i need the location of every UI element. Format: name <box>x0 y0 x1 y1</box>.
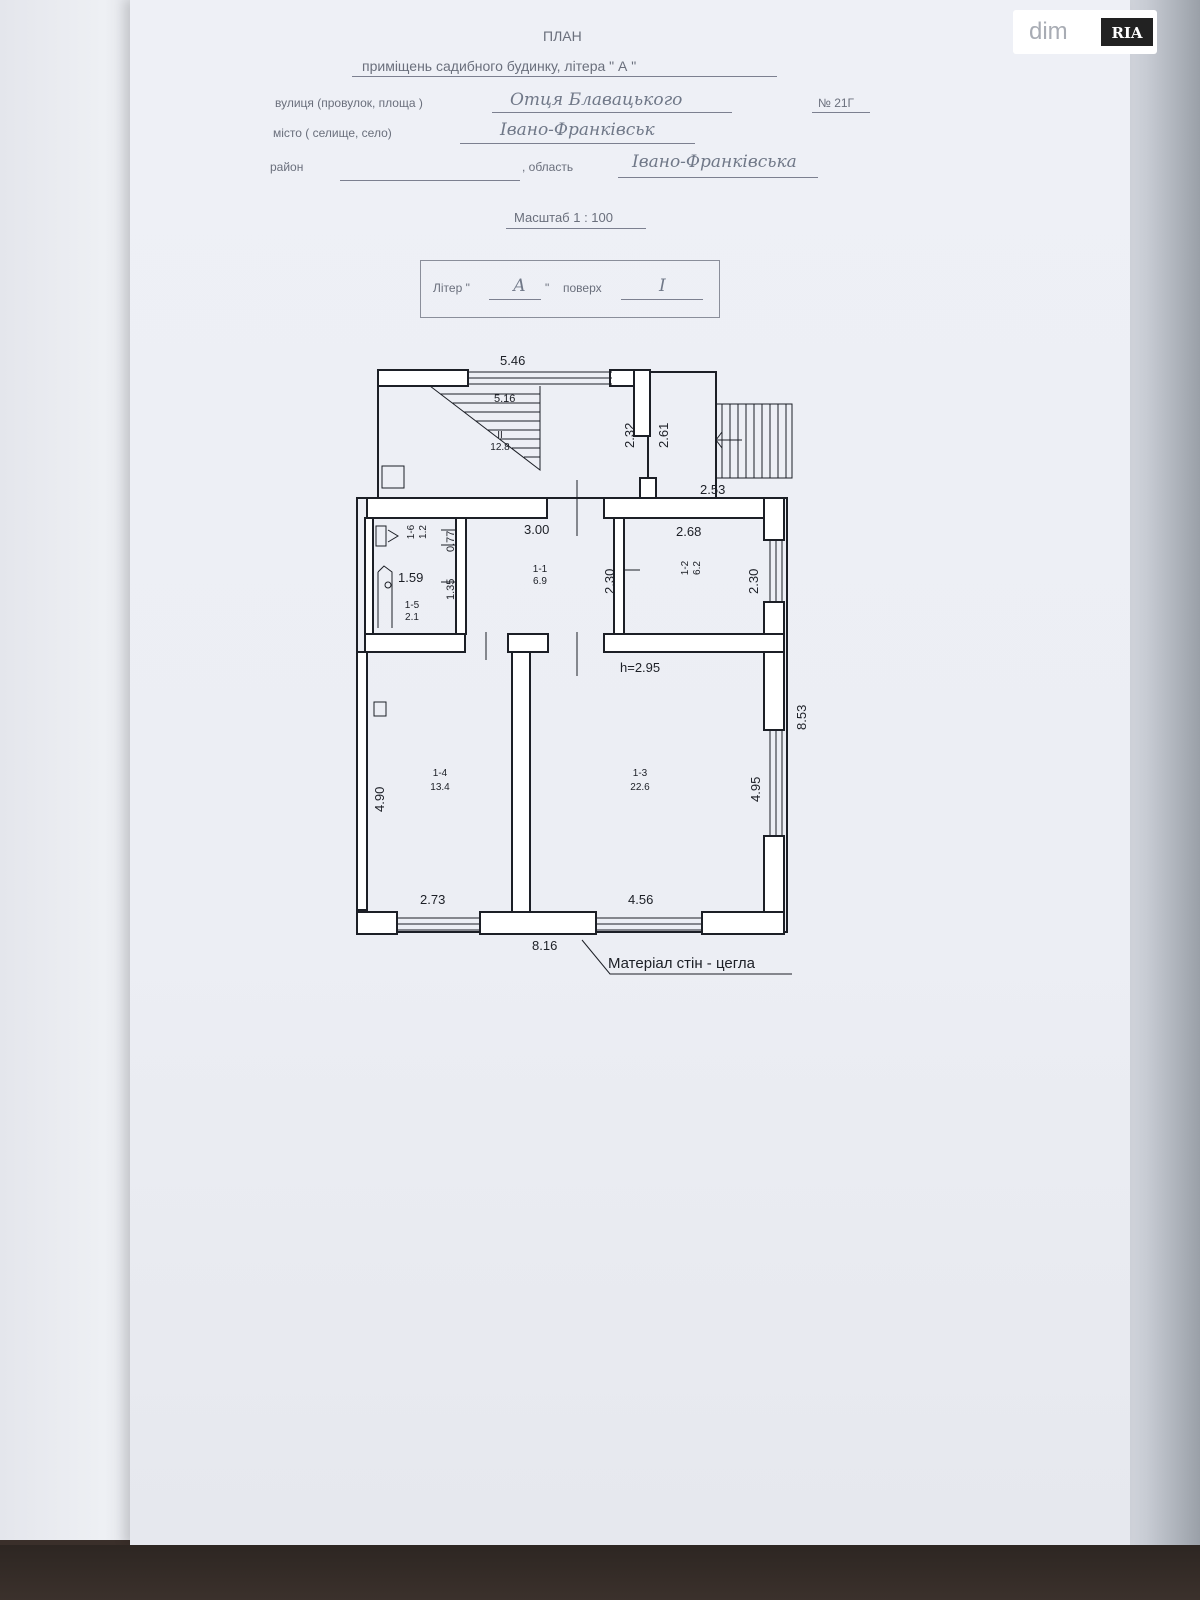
subtitle-underline <box>352 76 777 77</box>
door-ticks <box>441 480 640 676</box>
scale-underline <box>506 228 646 229</box>
city-underline <box>460 143 695 144</box>
dim-porch-width: 2.53 <box>700 482 725 497</box>
dim-bath-width: 1.59 <box>398 570 423 585</box>
wall-mid-left <box>366 497 548 519</box>
district-label: район <box>270 160 304 174</box>
district-underline <box>340 180 520 181</box>
number-underline <box>812 112 870 113</box>
liter-label: Літер " <box>433 281 470 295</box>
floor-value: I <box>659 276 666 296</box>
room-1-5-area: 2.1 <box>405 612 419 623</box>
dim-ria-logo: dim RIA <box>1013 10 1157 54</box>
room-1-3-id: 1-3 <box>633 768 648 779</box>
dim-bath-height: 1.35 <box>445 579 457 600</box>
dim-room12-height: 2.30 <box>746 569 761 594</box>
street-value: Отця Блавацького <box>510 90 683 110</box>
window-right-1 <box>769 540 783 602</box>
dim-room13-height: 4.95 <box>748 777 763 802</box>
wall-bottom-right <box>701 911 785 935</box>
dim-room14-height: 4.90 <box>372 787 387 812</box>
room-1-6-id: 1-6 <box>406 524 417 539</box>
room-1-6-area: 1.2 <box>418 525 429 539</box>
floor-underline <box>621 299 703 300</box>
wall-center-vertical <box>511 651 531 917</box>
oblast-underline <box>618 177 818 178</box>
wall-left-upper <box>364 517 374 635</box>
wall-row-divider-left <box>364 633 466 653</box>
city-value: Івано-Франківськ <box>500 120 655 140</box>
dim-room12-width: 2.68 <box>676 524 701 539</box>
porch-stair <box>715 403 793 479</box>
dim-hall-height: 2.30 <box>602 569 617 594</box>
wall-bottom-mid <box>479 911 597 935</box>
liter-underline <box>489 299 541 300</box>
wall-left-lower <box>356 651 368 911</box>
material-leader <box>581 939 792 975</box>
oblast-value: Івано-Франківська <box>632 152 797 172</box>
room-1-4-area: 13.4 <box>430 782 450 793</box>
dim-wc-height: 0.77 <box>445 531 457 552</box>
liter-value: А <box>513 276 526 296</box>
table-surface <box>0 1545 1200 1600</box>
room-1-1-area: 6.9 <box>533 576 547 587</box>
wall-porch-post <box>633 369 651 437</box>
room-ii-id: II <box>497 430 503 441</box>
wall-row-divider-right <box>603 633 785 653</box>
logo-ria-badge: RIA <box>1101 18 1153 46</box>
street-underline <box>492 112 732 113</box>
city-label: місто ( селище, село) <box>273 126 392 140</box>
boiler-fixture <box>381 465 405 489</box>
wall-hall-right <box>613 517 625 635</box>
wall-mid-right <box>603 497 785 519</box>
house-number: № 21Г <box>818 96 855 110</box>
wall-right-mid <box>763 601 785 731</box>
liter-quote: " <box>545 281 550 295</box>
wall-bath-right <box>455 517 467 635</box>
dim-hall-width: 3.00 <box>524 522 549 537</box>
dim-porch-wall-a: 2.32 <box>622 423 637 448</box>
bathtub-fixture <box>377 565 393 628</box>
window-bottom-2 <box>596 917 702 931</box>
liter-box: Літер " А " поверх I <box>420 260 720 318</box>
interior-stair <box>429 385 541 472</box>
room-1-5-id: 1-5 <box>405 600 420 611</box>
document-page: ПЛАН приміщень садибного будинку, літера… <box>130 0 1130 1545</box>
dim-room14-width: 2.73 <box>420 892 445 907</box>
room-1-4-id: 1-4 <box>433 768 448 779</box>
wall-right-upper <box>763 497 785 541</box>
street-label: вулиця (провулок, площа ) <box>275 96 423 110</box>
room-1-2-area: 6.2 <box>692 561 703 575</box>
main-outline <box>356 497 788 933</box>
document-subtitle: приміщень садибного будинку, літера " А … <box>362 58 637 74</box>
dim-top-width: 5.46 <box>500 353 525 368</box>
left-page-edge <box>0 0 150 1540</box>
dim-stair-width: 5.16 <box>494 393 515 405</box>
scale-label: Масштаб 1 : 100 <box>514 210 613 225</box>
window-right-2 <box>769 730 783 836</box>
wall-top-left <box>377 369 469 387</box>
window-bottom-1 <box>397 917 480 931</box>
dim-ceiling-height: h=2.95 <box>620 660 660 675</box>
logo-dim-text: dim <box>1029 18 1068 45</box>
floor-label: поверх <box>563 281 602 295</box>
oblast-label: , область <box>522 160 574 174</box>
wall-row-divider-mid <box>507 633 549 653</box>
material-note: Матеріал стін - цегла <box>608 955 756 972</box>
dim-total-depth: 8.53 <box>794 705 809 730</box>
room-ii-area: 12.8 <box>490 442 510 453</box>
wall-bottom-left <box>356 911 398 935</box>
room-1-2-id: 1-2 <box>680 560 691 575</box>
dim-porch-wall-b: 2.61 <box>656 423 671 448</box>
dim-total-width: 8.16 <box>532 938 557 953</box>
room-1-1-id: 1-1 <box>533 564 548 575</box>
room-1-3-area: 22.6 <box>630 782 650 793</box>
document-title: ПЛАН <box>543 28 582 44</box>
drain-fixture <box>384 581 392 589</box>
toilet-fixture <box>375 525 399 547</box>
sink-fixture <box>373 701 387 717</box>
window-top <box>468 371 612 385</box>
dim-room13-width: 4.56 <box>628 892 653 907</box>
